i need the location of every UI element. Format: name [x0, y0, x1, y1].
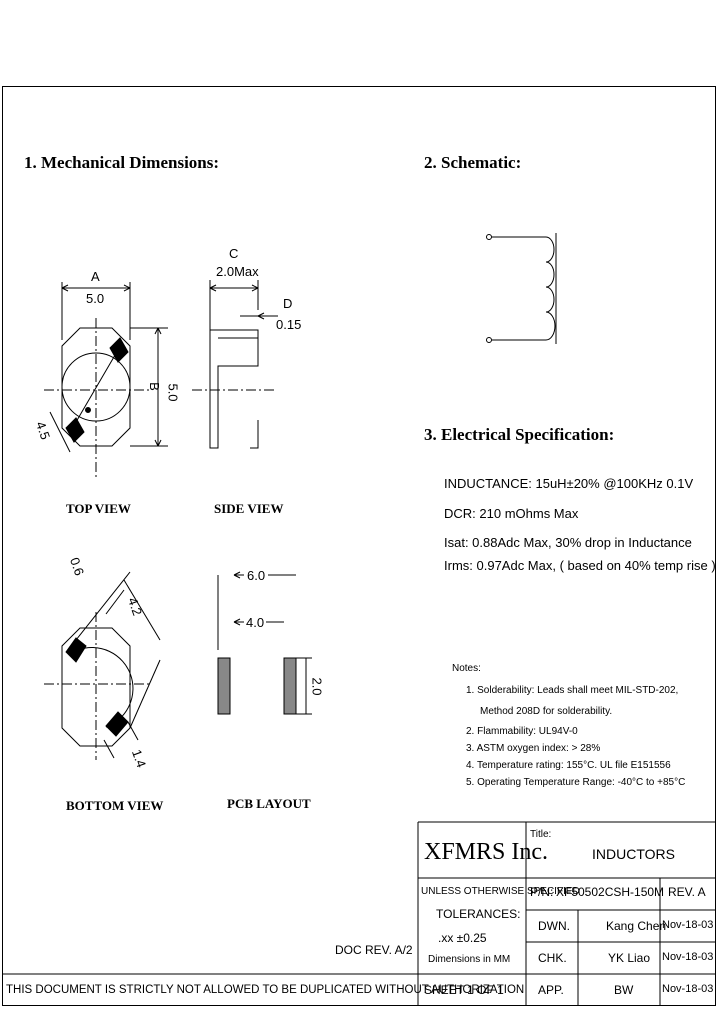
row-date: Nov-18-03	[662, 983, 714, 995]
dim-c-value: 2.0Max	[216, 264, 259, 279]
note-item: Method 208D for solderability.	[480, 706, 613, 717]
footer-notice: THIS DOCUMENT IS STRICTLY NOT ALLOWED TO…	[6, 984, 525, 996]
spec-dcr: DCR: 210 mOhms Max	[444, 506, 579, 521]
row-role: CHK.	[538, 951, 567, 965]
dim-d-value: 0.15	[276, 317, 302, 332]
row-date: Nov-18-03	[662, 919, 714, 931]
side-view-label: SIDE VIEW	[214, 501, 284, 516]
spec-isat: Isat: 0.88Adc Max, 30% drop in Inductanc…	[444, 535, 692, 550]
pcb-layout-label: PCB LAYOUT	[227, 796, 311, 811]
row-name: BW	[614, 983, 634, 997]
side-view-drawing	[192, 280, 278, 449]
note-item: 3. ASTM oxygen index: > 28%	[466, 743, 601, 754]
row-name: Kang Chen	[606, 919, 667, 933]
bottom-view-drawing	[44, 571, 161, 760]
dim-b-letter: B	[146, 382, 162, 391]
dim-pcb-w2: 4.0	[246, 615, 265, 630]
dim-pcb-h: 2.0	[309, 677, 325, 696]
dimension-units: Dimensions in MM	[428, 954, 511, 965]
dim-b-value: 5.0	[165, 383, 181, 402]
dim-pcb-w1: 6.0	[247, 568, 266, 583]
row-name: YK Liao	[608, 951, 651, 965]
mechanical-heading: 1. Mechanical Dimensions:	[24, 153, 220, 172]
note-item: 2. Flammability: UL94V-0	[466, 726, 578, 737]
note-item: 4. Temperature rating: 155°C. UL file E1…	[466, 760, 671, 771]
bottom-view-label: BOTTOM VIEW	[66, 798, 164, 813]
title-label: Title:	[530, 829, 552, 840]
dim-a-letter: A	[91, 269, 100, 284]
pn-label: P/N:	[530, 885, 554, 899]
pcb-layout-drawing	[217, 571, 312, 715]
notes-heading: Notes:	[452, 663, 481, 674]
pn-value: XF50502CSH-150M	[556, 885, 665, 899]
company-name: XFMRS Inc.	[424, 839, 549, 865]
pcb-pad-right	[283, 657, 297, 715]
title-block-grid	[2, 821, 716, 1006]
note-item: 1. Solderability: Leads shall meet MIL-S…	[466, 685, 679, 696]
row-date: Nov-18-03	[662, 951, 714, 963]
top-view-drawing	[44, 282, 168, 480]
spec-irms: Irms: 0.97Adc Max, ( based on 40% temp r…	[444, 558, 716, 573]
sheet-number: SHEET 1 OF 1	[424, 983, 504, 997]
doc-rev: DOC REV. A/2	[335, 943, 413, 957]
schematic-heading: 2. Schematic:	[424, 153, 522, 172]
dim-a-value: 5.0	[86, 291, 105, 306]
drawing-frame	[2, 86, 716, 1006]
schematic-drawing	[486, 233, 557, 344]
tolerance-value: .xx ±0.25	[438, 931, 487, 945]
tolerances-label: TOLERANCES:	[436, 907, 521, 921]
note-item: 5. Operating Temperature Range: -40°C to…	[466, 777, 686, 788]
dim-c-letter: C	[229, 246, 239, 261]
pcb-pad-left	[217, 657, 231, 715]
spec-inductance: INDUCTANCE: 15uH±20% @100KHz 0.1V	[444, 476, 694, 491]
top-view-label: TOP VIEW	[66, 501, 131, 516]
row-role: DWN.	[538, 919, 570, 933]
electrical-heading: 3. Electrical Specification:	[424, 425, 615, 444]
revision: REV. A	[668, 885, 706, 899]
dim-d-letter: D	[283, 296, 293, 311]
title-value: INDUCTORS	[592, 846, 675, 862]
row-role: APP.	[538, 983, 564, 997]
unless-specified: UNLESS OTHERWISE SPECIFIED	[421, 886, 580, 897]
